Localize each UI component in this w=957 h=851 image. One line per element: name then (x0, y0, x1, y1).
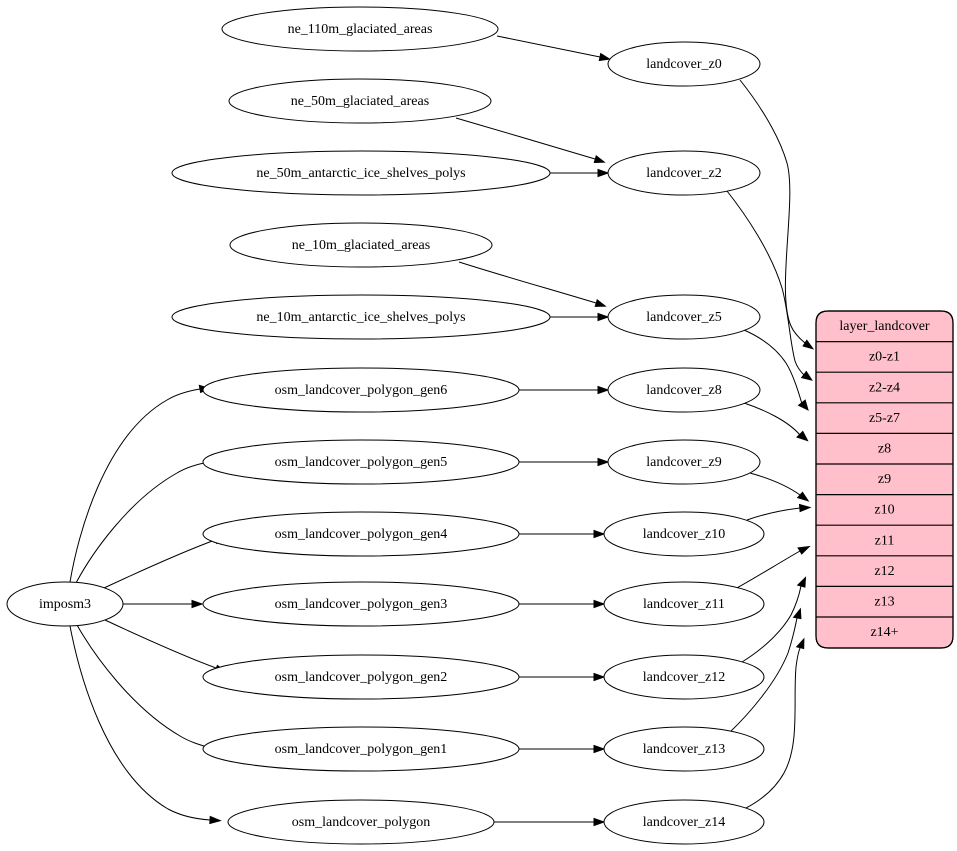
edge-imposm3-to-gen4 (103, 536, 226, 589)
node-ne-110m-glaciated-areas[interactable]: ne_110m_glaciated_areas (221, 6, 499, 52)
edge-ne10m-glaciated-to-z5 (458, 261, 607, 307)
record-body (815, 310, 954, 649)
node-imposm3[interactable]: imposm3 (6, 581, 124, 627)
node-osm-landcover-polygon-gen5-shape[interactable] (202, 439, 520, 485)
node-imposm3-shape[interactable] (6, 581, 124, 627)
node-ne-50m-antarctic-ice-shelves-polys[interactable]: ne_50m_antarctic_ice_shelves_polys (171, 150, 551, 196)
node-ne-110m-glaciated-areas-shape[interactable] (221, 6, 499, 52)
node-landcover-z2-shape[interactable] (607, 150, 761, 196)
edge-z11-to-record-z11 (734, 545, 811, 590)
edge-ne10m-antarctic-to-z5 (550, 312, 610, 322)
node-osm-landcover-polygon-gen4[interactable]: osm_landcover_polygon_gen4 (202, 511, 520, 557)
edge-imposm3-to-gen3 (123, 599, 204, 609)
edge-z8-to-record-z8 (743, 402, 809, 442)
node-ne-10m-antarctic-ice-shelves-polys-shape[interactable] (171, 294, 551, 340)
node-landcover-z9[interactable]: landcover_z9 (607, 439, 761, 485)
node-landcover-z2[interactable]: landcover_z2 (607, 150, 761, 196)
node-landcover-z10-shape[interactable] (603, 511, 765, 557)
node-osm-landcover-polygon-gen4-shape[interactable] (202, 511, 520, 557)
node-landcover-z12-shape[interactable] (603, 654, 765, 700)
node-osm-landcover-polygon-gen6[interactable]: osm_landcover_polygon_gen6 (202, 367, 520, 413)
node-osm-landcover-polygon-gen3-shape[interactable] (202, 581, 520, 627)
node-landcover-z8[interactable]: landcover_z8 (607, 367, 761, 413)
node-landcover-z8-shape[interactable] (607, 367, 761, 413)
edge-z0-to-record-z0z1 (739, 79, 815, 350)
record-layer-landcover[interactable]: layer_landcover z0-z1 z2-z4 z5-z7 (815, 310, 954, 649)
edge-z5-to-record-z5z7 (743, 329, 809, 411)
nodes-layer: imposm3 ne_110m_glaciated_areas ne_50m_g… (6, 6, 954, 845)
node-ne-10m-glaciated-areas[interactable]: ne_10m_glaciated_areas (229, 222, 493, 268)
node-landcover-z14-shape[interactable] (603, 799, 765, 845)
edge-z9-to-record-z9 (749, 472, 810, 502)
edge-z14-to-record-z14plus (743, 637, 805, 810)
edge-z2-to-record-z2z4 (726, 190, 813, 381)
edge-gen6-to-z8 (519, 385, 610, 395)
node-osm-landcover-polygon-gen5[interactable]: osm_landcover_polygon_gen5 (202, 439, 520, 485)
node-landcover-z12[interactable]: landcover_z12 (603, 654, 765, 700)
node-osm-landcover-polygon-gen2[interactable]: osm_landcover_polygon_gen2 (202, 654, 520, 700)
edge-z13-to-record-z13 (728, 607, 802, 734)
node-ne-50m-glaciated-areas-shape[interactable] (228, 78, 492, 124)
edges-layer (69, 35, 815, 827)
node-landcover-z14[interactable]: landcover_z14 (603, 799, 765, 845)
edge-imposm3-to-gen1 (76, 624, 223, 753)
edge-imposm3-to-gen2 (104, 619, 227, 673)
edge-imposm3-to-gen5 (75, 457, 221, 584)
node-landcover-z9-shape[interactable] (607, 439, 761, 485)
node-osm-landcover-polygon-gen2-shape[interactable] (202, 654, 520, 700)
node-landcover-z5-shape[interactable] (607, 294, 761, 340)
node-landcover-z5[interactable]: landcover_z5 (607, 294, 761, 340)
edge-gen1-to-z13 (519, 744, 606, 754)
edge-gen2-to-z12 (519, 672, 606, 682)
node-osm-landcover-polygon-gen1[interactable]: osm_landcover_polygon_gen1 (202, 726, 520, 772)
node-ne-50m-glaciated-areas[interactable]: ne_50m_glaciated_areas (228, 78, 492, 124)
node-osm-landcover-polygon-shape[interactable] (227, 799, 495, 845)
edge-z10-to-record-z10 (746, 503, 812, 521)
node-osm-landcover-polygon-gen1-shape[interactable] (202, 726, 520, 772)
record-outline (815, 310, 954, 649)
node-ne-10m-antarctic-ice-shelves-polys[interactable]: ne_10m_antarctic_ice_shelves_polys (171, 294, 551, 340)
edge-z12-to-record-z12 (741, 576, 807, 663)
node-ne-10m-glaciated-areas-shape[interactable] (229, 222, 493, 268)
node-osm-landcover-polygon-gen6-shape[interactable] (202, 367, 520, 413)
edge-ne50m-glaciated-to-z2 (455, 117, 606, 164)
edge-gen3-to-z11 (519, 599, 606, 609)
edge-polygon-to-z14 (494, 817, 606, 827)
node-landcover-z10[interactable]: landcover_z10 (603, 511, 765, 557)
node-landcover-z11-shape[interactable] (603, 581, 765, 627)
node-osm-landcover-polygon-gen3[interactable]: osm_landcover_polygon_gen3 (202, 581, 520, 627)
edge-imposm3-to-gen6 (69, 384, 212, 583)
node-osm-landcover-polygon[interactable]: osm_landcover_polygon (227, 799, 495, 845)
node-ne-50m-antarctic-ice-shelves-polys-shape[interactable] (171, 150, 551, 196)
edge-imposm3-to-polygon (69, 625, 222, 825)
edge-gen4-to-z10 (519, 529, 606, 539)
node-landcover-z13[interactable]: landcover_z13 (603, 726, 765, 772)
edge-gen5-to-z9 (519, 457, 610, 467)
node-landcover-z11[interactable]: landcover_z11 (603, 581, 765, 627)
edge-ne110m-to-z0 (496, 35, 611, 62)
node-landcover-z0-shape[interactable] (607, 41, 761, 87)
edge-ne50m-antarctic-to-z2 (550, 168, 610, 178)
node-landcover-z0[interactable]: landcover_z0 (607, 41, 761, 87)
node-landcover-z13-shape[interactable] (603, 726, 765, 772)
